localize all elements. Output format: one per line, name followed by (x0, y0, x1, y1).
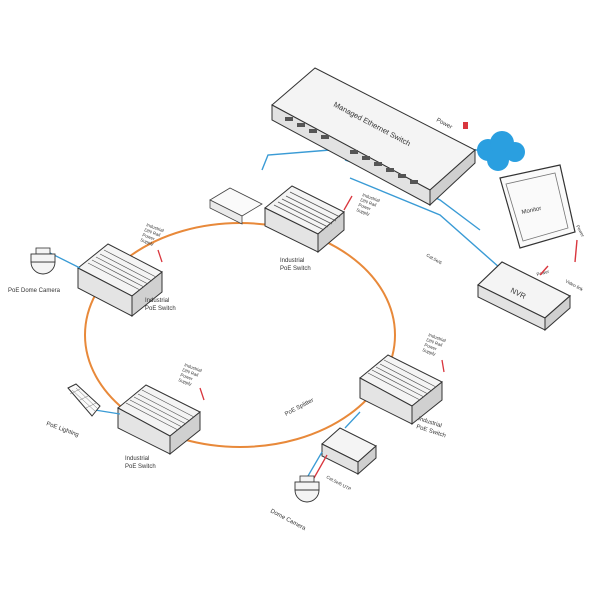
nvr-video-link-label: Video link (565, 278, 585, 292)
lighting-label: PoE Lighting (45, 421, 79, 438)
switch-ports (285, 117, 418, 184)
psu-top-l3: Power (358, 202, 372, 211)
industrial-poe-switch-right: Industrial PoE Switch Industrial DIN Rai… (359, 332, 447, 439)
managed-ethernet-switch: Managed Ethernet Switch Power (271, 67, 476, 207)
psu-top-l2: DIN Rail (360, 197, 377, 207)
nvr-power-cable (539, 265, 549, 276)
psu-right-l3: Power (424, 342, 438, 351)
din-rail-power-supply (209, 187, 263, 225)
psu-left-l1: Industrial (146, 222, 165, 233)
psu-left-l4: Supply (140, 237, 155, 247)
psu-bl-l1: Industrial (184, 362, 203, 373)
industrial-poe-switch-left: Industrial PoE Switch Industrial DIN Rai… (77, 222, 176, 318)
switch-power-plug (463, 122, 468, 129)
psu-bl-l3: Power (180, 372, 194, 381)
poe-lighting-panel: PoE Lighting (45, 383, 121, 439)
psu-left-l2: DIN Rail (144, 227, 161, 237)
psu-top-cable (343, 195, 353, 211)
psu-right-cable (441, 359, 445, 373)
monitor-title: Monitor (521, 206, 542, 216)
psu-right-l2: DIN Rail (426, 337, 443, 347)
main-cable-label: Cat.5e/6 (426, 253, 444, 266)
splitter-label: PoE Splitter (284, 398, 315, 418)
switch-top-name-l2: PoE Switch (280, 266, 311, 272)
psu-left-cable (157, 249, 163, 263)
cloud-icon (477, 131, 525, 171)
switch-left-name-l1: Industrial (145, 298, 169, 304)
dome-left-label: PoE Dome Camera (8, 288, 61, 294)
psu-bl-l2: DIN Rail (182, 367, 199, 377)
monitor-power-cable (574, 239, 578, 263)
poe-dome-camera-left: PoE Dome Camera (8, 247, 81, 294)
psu-bl-l4: Supply (178, 377, 193, 387)
industrial-poe-switch-top: Industrial PoE Switch Industrial DIN Rai… (264, 185, 381, 272)
switch-left-name-l2: PoE Switch (145, 306, 176, 312)
switch-right-name-l2: PoE Switch (415, 424, 446, 439)
psu-left-l3: Power (142, 232, 156, 241)
monitor-power-label: Power (575, 224, 586, 238)
nvr: NVR Power Video link (476, 261, 585, 332)
poe-splitter: PoE Splitter (284, 398, 377, 476)
psu-right-l1: Industrial (428, 332, 447, 343)
psu-bl-cable (199, 387, 205, 401)
dome-bottom-label: Dome Camera (269, 508, 307, 532)
monitor: Monitor Power (499, 164, 586, 263)
splitter-cable-label: Cat.5e/6 UTP (326, 474, 352, 491)
psu-top-l4: Supply (356, 207, 371, 217)
switch-bl-name-l2: PoE Switch (125, 464, 156, 470)
switch-top-name-l1: Industrial (280, 258, 304, 264)
nvr-power-label: Power (536, 269, 550, 277)
industrial-poe-switch-bottom-left: Industrial PoE Switch Industrial DIN Rai… (117, 362, 205, 470)
switch-power-label: Power (435, 117, 453, 130)
psu-right-l4: Supply (422, 347, 437, 357)
switch-bl-name-l1: Industrial (125, 456, 149, 462)
psu-top-l1: Industrial (362, 192, 381, 203)
